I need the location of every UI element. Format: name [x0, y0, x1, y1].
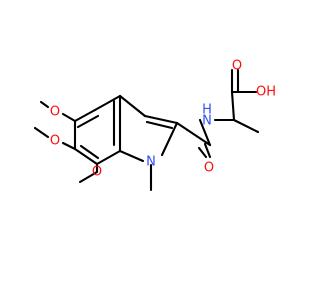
bond-c7a-n1: [118, 149, 145, 163]
hydroxyl-group-label: OH: [256, 85, 276, 100]
molecule-canvas: O O O N H N O O OH: [33, 58, 277, 192]
bond-c4-c3a: [93, 94, 122, 112]
bond-amide-co-a: [197, 146, 208, 159]
nitrogen-atom-amide: N: [202, 114, 212, 129]
bond-amide-co-b: [203, 142, 212, 159]
bond-c7-c7a: [95, 149, 122, 166]
bond-c5-o: [61, 112, 77, 123]
oxygen-atom-amide-carbonyl: O: [204, 161, 214, 176]
bond-c3a-c3: [118, 94, 147, 118]
bond-calpha-ch3: [232, 118, 260, 134]
bond-calpha-cooh: [230, 90, 236, 122]
bond-o6-ch3: [33, 126, 50, 139]
hydrogen-atom-amide: H: [202, 103, 212, 118]
nitrogen-atom-indole: N: [146, 155, 156, 170]
structure-drawing: O O O N H N O O OH: [33, 59, 276, 192]
oxygen-atom-7: O: [92, 165, 102, 180]
bond-c3-c2-double: [145, 120, 174, 130]
bond-c6-c7-double: [79, 144, 100, 160]
bond-c2-carbonyl: [175, 121, 212, 147]
oxygen-atom-5: O: [50, 105, 60, 120]
bond-c2-n1: [160, 121, 179, 157]
bond-o5-ch3: [39, 100, 50, 109]
oxygen-atom-6: O: [50, 134, 60, 149]
bond-c4-c5: [73, 108, 97, 123]
bond-c6-c7: [73, 147, 99, 166]
bond-o7-ch3: [78, 170, 99, 184]
bond-c6-o: [61, 141, 77, 151]
bond-c4-c5-double: [76, 114, 100, 129]
oxygen-atom-acid-carbonyl: O: [232, 59, 242, 74]
bond-carbonyl-nh: [198, 118, 212, 147]
bond-c3-c2: [143, 114, 179, 125]
